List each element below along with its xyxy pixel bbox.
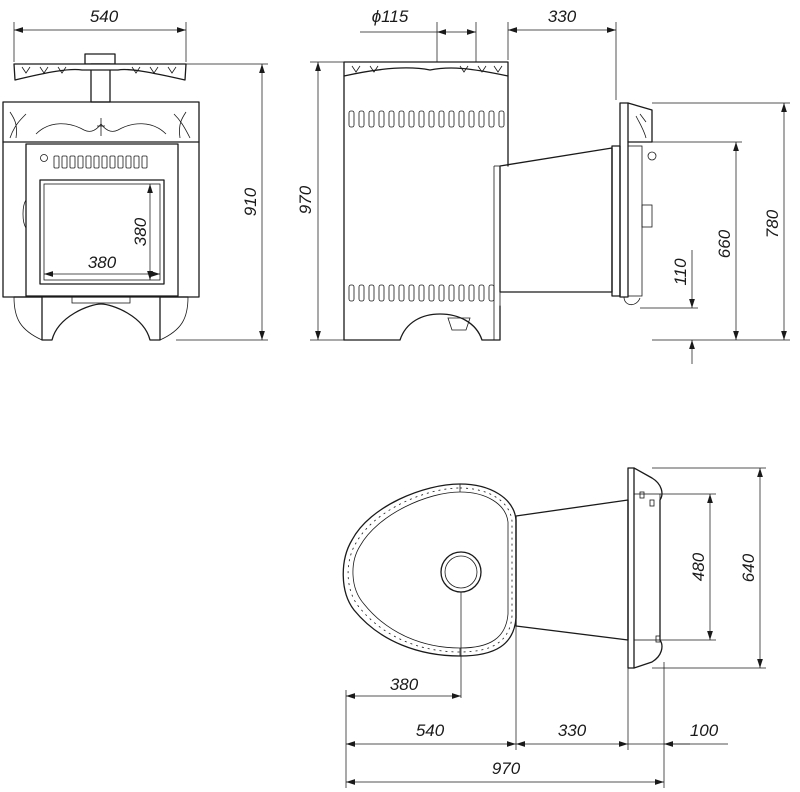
side-lower-slots — [348, 284, 495, 302]
dim-side-height: 970 — [296, 185, 315, 214]
dim-chimney-diameter: ϕ115 — [372, 7, 409, 26]
dim-side-110: 110 — [671, 258, 690, 286]
door-handle-icon — [40, 154, 48, 162]
dim-side-780: 780 — [763, 209, 782, 238]
dim-front-width: 540 — [90, 7, 119, 26]
front-view: 540 910 380 380 — [2, 7, 268, 341]
dim-glass-width: 380 — [88, 253, 117, 272]
dim-side-top-330: 330 — [548, 7, 577, 26]
lid-ornament — [21, 66, 177, 74]
ornament-band — [9, 111, 191, 139]
side-view: ϕ115 330 970 780 660 110 — [296, 7, 790, 364]
dim-plan-480: 480 — [689, 552, 708, 581]
dim-plan-970: 970 — [492, 759, 521, 778]
side-upper-slots — [348, 110, 505, 128]
dim-plan-330: 330 — [558, 721, 587, 740]
dim-front-height: 910 — [241, 187, 260, 216]
dim-plan-640: 640 — [739, 553, 758, 582]
dim-side-660: 660 — [715, 229, 734, 258]
dim-plan-380: 380 — [390, 675, 419, 694]
dim-plan-540: 540 — [416, 721, 445, 740]
dim-glass-height: 380 — [131, 217, 150, 246]
plan-view: 380 540 330 100 970 480 640 — [342, 467, 766, 788]
dim-plan-100: 100 — [690, 721, 719, 740]
door-vent-slots — [53, 155, 148, 169]
